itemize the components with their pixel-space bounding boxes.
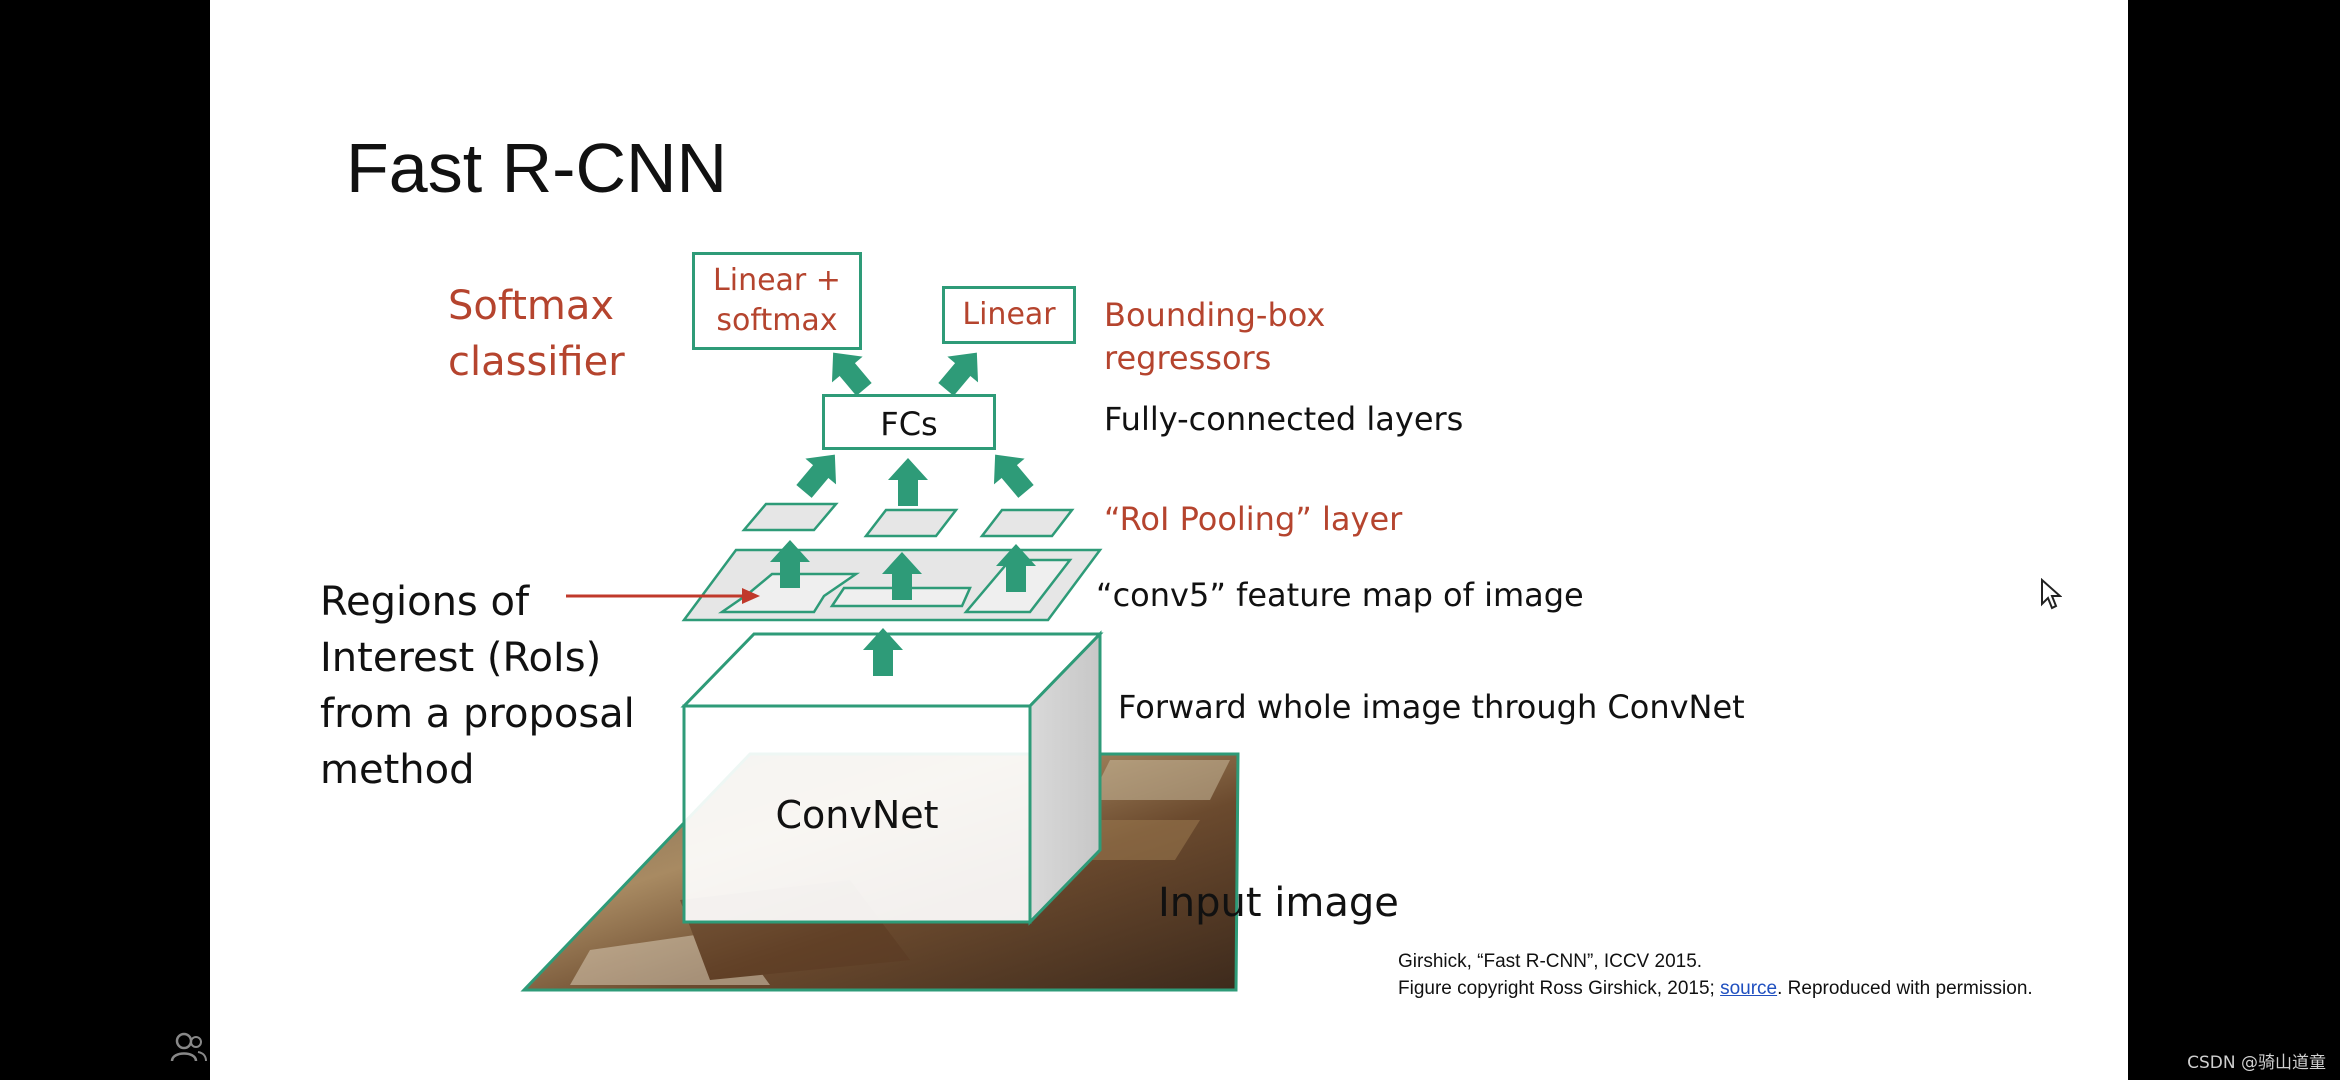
user-icon[interactable]	[170, 1030, 208, 1064]
slide-title: Fast R-CNN	[346, 128, 727, 208]
citation: Girshick, “Fast R-CNN”, ICCV 2015. Figur…	[1398, 948, 2033, 1002]
rois-line-4: method	[320, 742, 635, 798]
citation-line-1: Girshick, “Fast R-CNN”, ICCV 2015.	[1398, 948, 2033, 975]
bbox-regressors-label: Bounding-box regressors	[1104, 294, 1325, 380]
feature-map-label: “conv5” feature map of image	[1096, 576, 1584, 614]
linear-softmax-box: Linear + softmax	[692, 252, 862, 350]
linear-softmax-line-1: Linear +	[695, 261, 859, 301]
cursor-icon	[2040, 578, 2062, 612]
linear-softmax-line-2: softmax	[695, 301, 859, 341]
softmax-classifier-line-1: Softmax	[448, 278, 625, 334]
arrow-up-icon	[931, 340, 992, 402]
roi-pool-square-3	[982, 510, 1072, 536]
roi-pool-square-1	[744, 504, 836, 530]
source-link[interactable]: source	[1720, 978, 1777, 999]
fcs-label: FCs	[880, 405, 937, 443]
watermark: CSDN @骑山道童	[2187, 1048, 2326, 1073]
softmax-classifier-line-2: classifier	[448, 334, 625, 390]
citation-prefix: Figure copyright Ross Girshick, 2015;	[1398, 978, 1720, 999]
fully-connected-label: Fully-connected layers	[1104, 400, 1463, 438]
rois-label: Regions of Interest (RoIs) from a propos…	[320, 574, 635, 798]
citation-line-2: Figure copyright Ross Girshick, 2015; so…	[1398, 975, 2033, 1002]
rois-line-2: Interest (RoIs)	[320, 630, 635, 686]
softmax-classifier-label: Softmax classifier	[448, 278, 625, 390]
roi-pooling-label: “RoI Pooling” layer	[1104, 500, 1402, 538]
bbox-regressors-line-2: regressors	[1104, 337, 1325, 380]
forward-label: Forward whole image through ConvNet	[1118, 688, 1745, 726]
arrow-up-icon	[888, 458, 928, 506]
slide: ConvNet Fast R-CNN Linear + softmax	[210, 0, 2128, 1080]
arrow-up-icon	[980, 442, 1041, 504]
input-image-label: Input image	[1158, 880, 1399, 926]
convnet-label: ConvNet	[775, 793, 938, 837]
arrow-up-icon	[789, 442, 850, 504]
bbox-regressors-line-1: Bounding-box	[1104, 294, 1325, 337]
citation-suffix: . Reproduced with permission.	[1777, 978, 2033, 999]
linear-box: Linear	[942, 286, 1076, 344]
fcs-box: FCs	[822, 394, 996, 450]
rois-line-1: Regions of	[320, 574, 635, 630]
rois-line-3: from a proposal	[320, 686, 635, 742]
roi-pool-square-2	[866, 510, 956, 536]
linear-label: Linear	[962, 297, 1055, 332]
